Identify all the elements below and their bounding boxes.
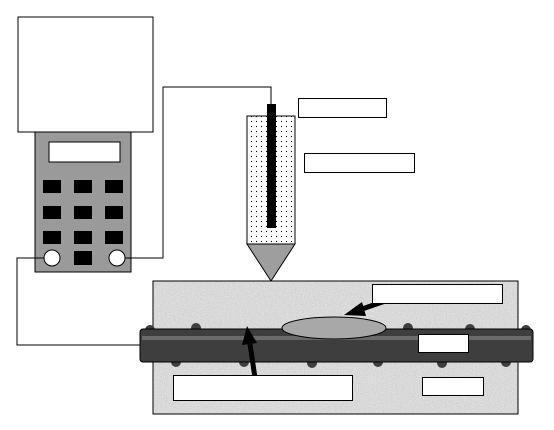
meter-key bbox=[74, 231, 92, 244]
label-pipe-right bbox=[418, 334, 469, 353]
electrode-tip bbox=[246, 243, 296, 282]
meter-terminal-right bbox=[108, 249, 126, 267]
wire-to-pipe bbox=[16, 257, 140, 346]
meter-key bbox=[74, 206, 92, 219]
upper-display-box bbox=[17, 16, 154, 133]
meter-display bbox=[48, 141, 121, 163]
label-electrode-top bbox=[298, 98, 387, 118]
label-soil-bottom-left bbox=[173, 375, 353, 401]
meter-key bbox=[105, 231, 123, 244]
wire-to-electrode bbox=[125, 86, 272, 259]
arrow-to-pipe bbox=[242, 326, 258, 379]
meter-key bbox=[43, 180, 61, 193]
label-soil-bottom-right bbox=[422, 377, 484, 396]
meter-key bbox=[43, 231, 61, 244]
label-soil-upper-right bbox=[372, 284, 503, 304]
meter-key bbox=[105, 180, 123, 193]
coating-defect bbox=[281, 316, 387, 340]
meter-keypad bbox=[43, 180, 123, 265]
label-electrode-body bbox=[304, 153, 415, 173]
meter-key bbox=[74, 180, 92, 193]
meter-key bbox=[105, 206, 123, 219]
meter-key bbox=[74, 251, 92, 265]
electrode-rod bbox=[267, 104, 276, 228]
meter-key bbox=[43, 206, 61, 219]
meter-terminal-left bbox=[43, 249, 61, 267]
